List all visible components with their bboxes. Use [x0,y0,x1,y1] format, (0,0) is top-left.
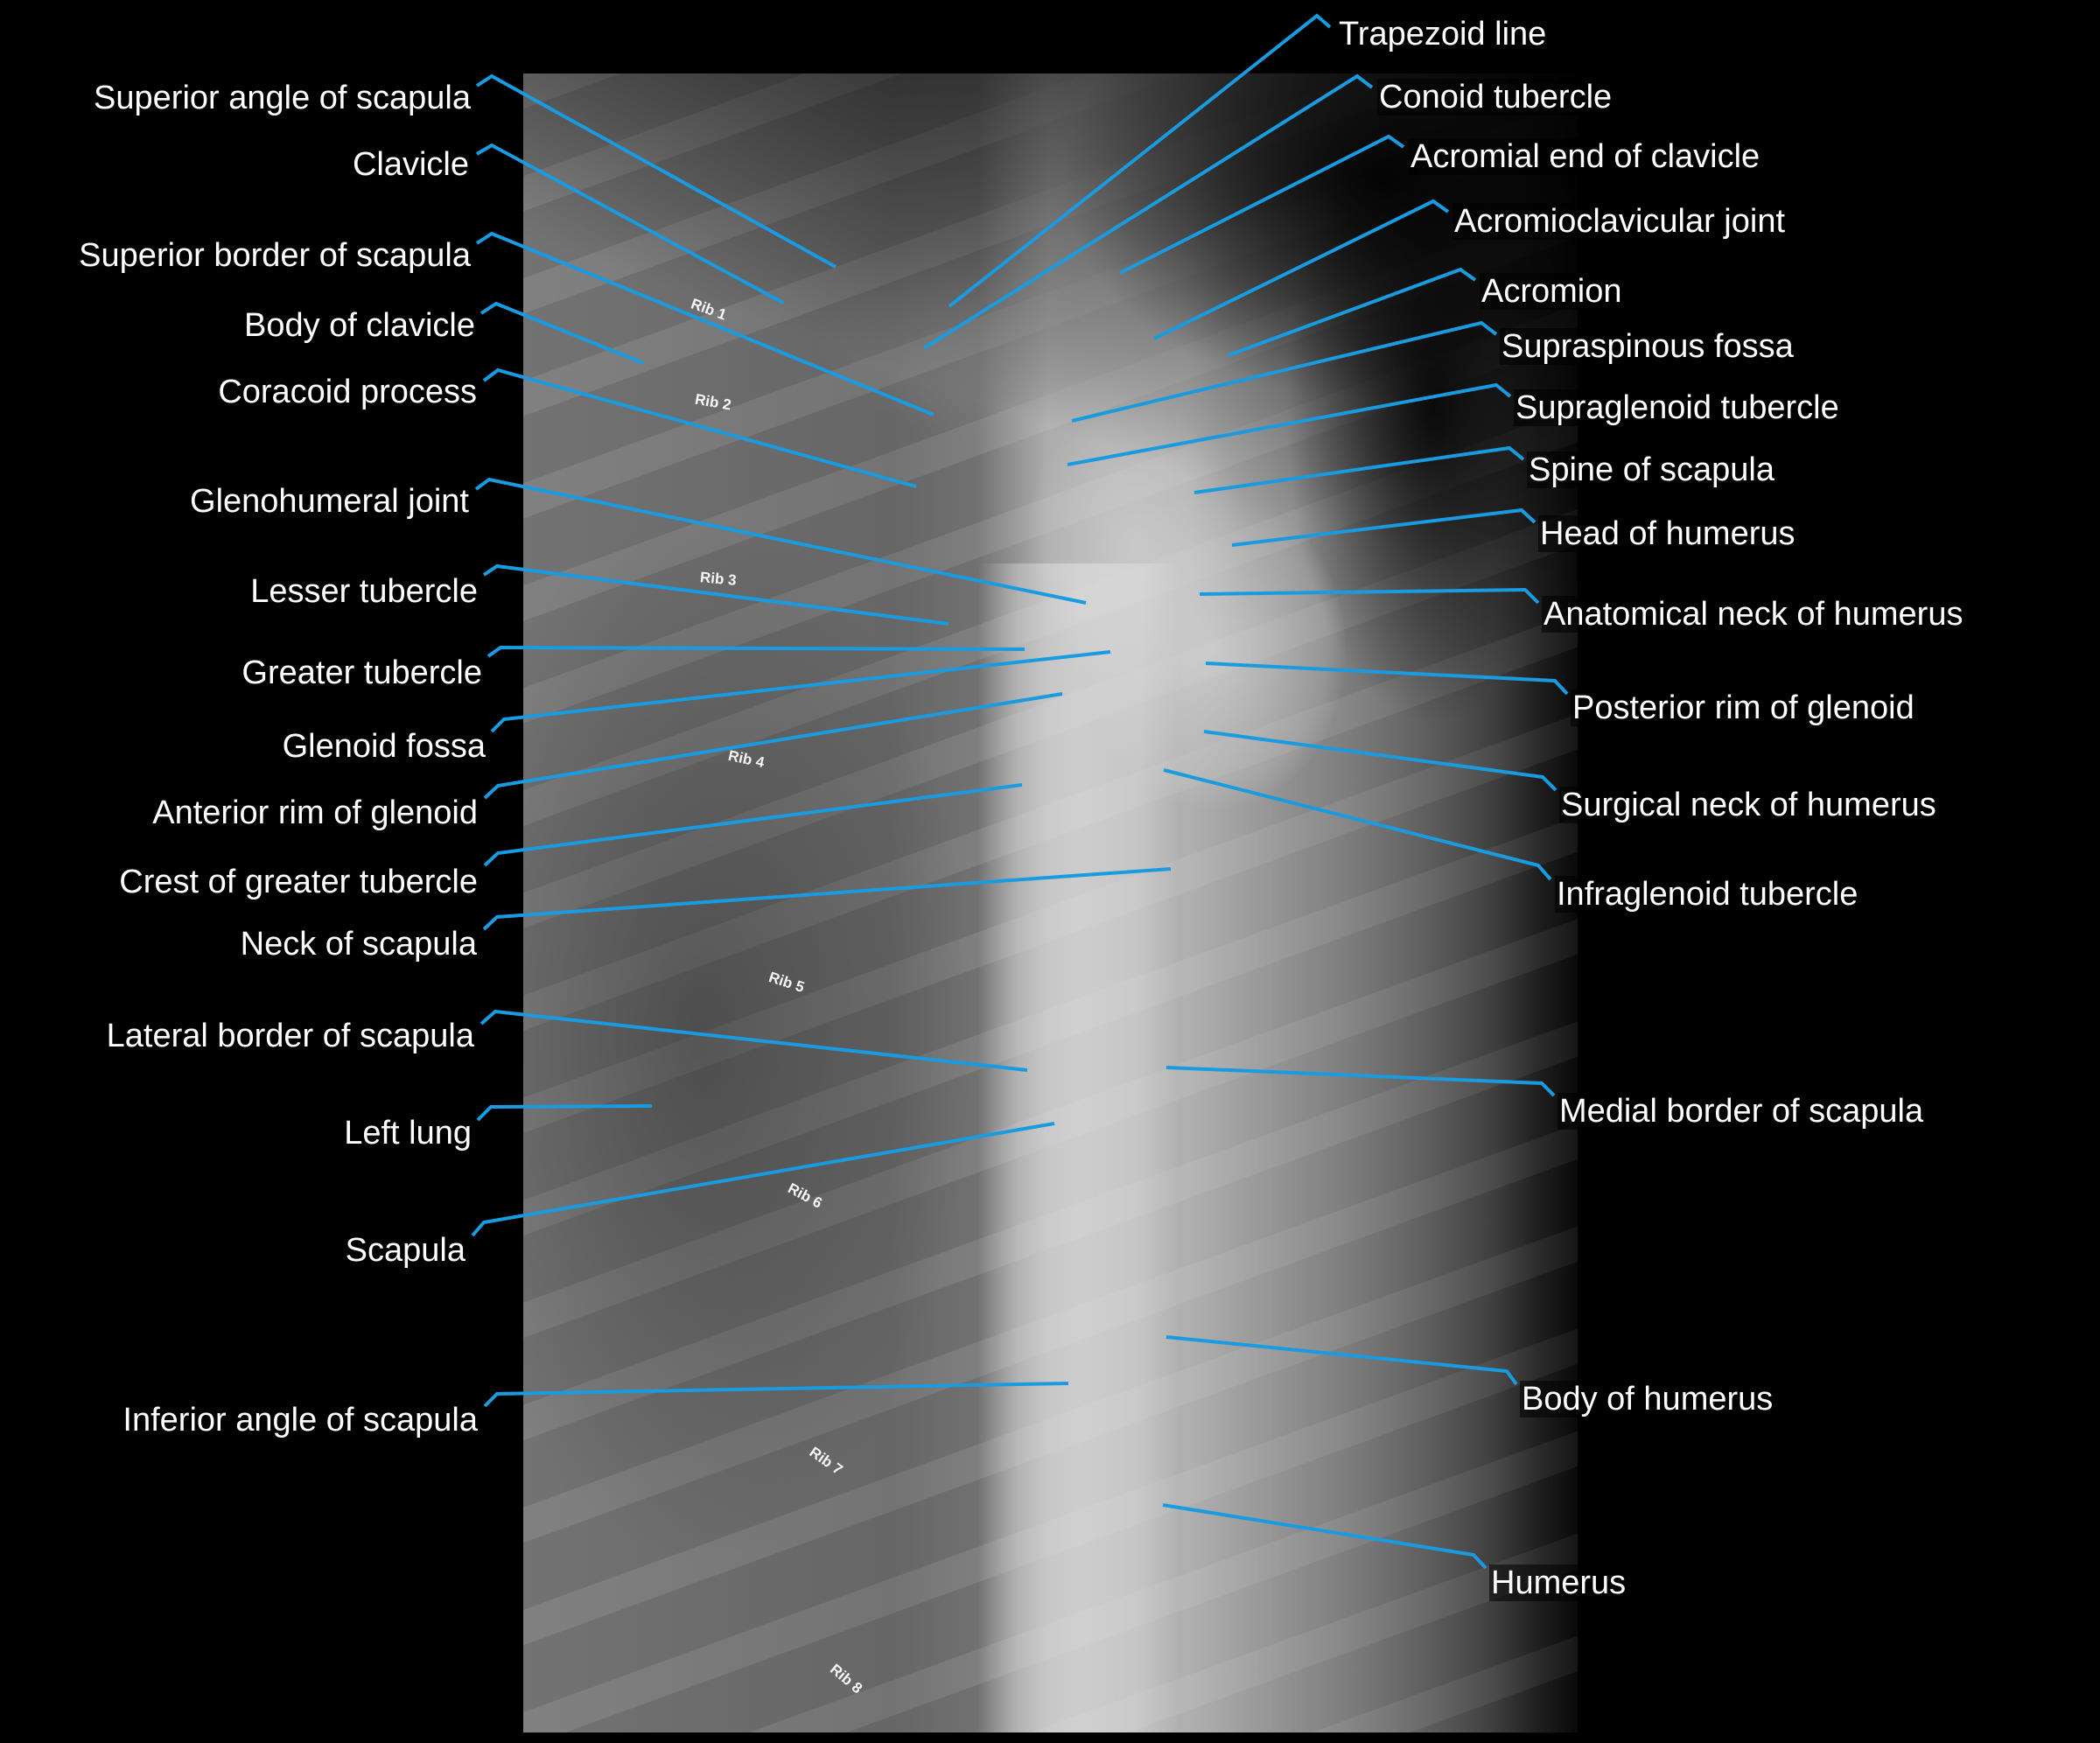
body-of-humerus-leader-line [1166,1335,1518,1386]
label-crest-of-greater-tubercle: Crest of greater tubercle [117,864,480,900]
posterior-rim-of-glenoid-leader-line [1205,662,1569,696]
acromion-leader-line [1228,267,1477,357]
label-acromion: Acromion [1480,273,1624,310]
label-anterior-rim-of-glenoid: Anterior rim of glenoid [150,794,480,831]
label-posterior-rim-of-glenoid: Posterior rim of glenoid [1571,690,1916,726]
label-clavicle: Clavicle [350,146,471,183]
label-surgical-neck-of-humerus: Surgical neck of humerus [1559,787,1938,823]
acromial-end-of-clavicle-leader-line [1119,134,1405,275]
label-inferior-angle-of-scapula: Inferior angle of scapula [121,1402,480,1438]
humerus-shaft-shading [978,564,1180,1732]
label-superior-angle-of-scapula: Superior angle of scapula [92,80,472,116]
label-infraglenoid-tubercle: Infraglenoid tubercle [1555,876,1860,913]
clavicle-leader-line [475,143,784,304]
supraglenoid-tubercle-leader-line [1067,382,1512,466]
label-supraglenoid-tubercle: Supraglenoid tubercle [1514,389,1841,426]
shoulder-xray-image [523,74,1578,1736]
coracoid-process-leader-line [482,368,917,488]
glenohumeral-joint-leader-line [474,477,1087,605]
supraspinous-fossa-leader-line [1071,320,1498,423]
label-lesser-tubercle: Lesser tubercle [248,573,480,610]
label-left-lung: Left lung [342,1115,473,1152]
label-anatomical-neck-of-humerus: Anatomical neck of humerus [1542,596,1965,633]
rib-label-rib-3: Rib 3 [699,569,738,589]
label-body-of-clavicle: Body of clavicle [242,307,477,344]
soft-tissue-fade [523,74,1578,598]
label-trapezoid-line: Trapezoid line [1337,16,1549,52]
lesser-tubercle-leader-line [482,564,949,626]
label-glenoid-fossa: Glenoid fossa [280,728,487,765]
label-acromial-end-of-clavicle: Acromial end of clavicle [1409,138,1762,175]
label-medial-border-of-scapula: Medial border of scapula [1558,1093,1926,1130]
body-of-clavicle-leader-line [480,301,644,365]
acromioclavicular-joint-leader-line [1153,199,1450,340]
label-head-of-humerus: Head of humerus [1538,515,1797,552]
label-humerus: Humerus [1489,1564,1628,1601]
inferior-angle-of-scapula-leader-line [483,1382,1069,1408]
anterior-rim-of-glenoid-leader-line [483,692,1063,800]
spine-of-scapula-leader-line [1194,445,1525,494]
head-of-humerus-leader-line [1231,508,1536,547]
label-conoid-tubercle: Conoid tubercle [1377,79,1614,116]
label-coracoid-process: Coracoid process [216,374,479,410]
superior-angle-of-scapula-leader-line [475,74,836,269]
surgical-neck-of-humerus-leader-line [1203,730,1558,792]
label-body-of-humerus: Body of humerus [1520,1381,1775,1418]
humerus-leader-line [1162,1503,1488,1570]
label-scapula: Scapula [343,1232,467,1269]
left-lung-leader-line [476,1104,653,1122]
label-supraspinous-fossa: Supraspinous fossa [1500,328,1796,365]
label-greater-tubercle: Greater tubercle [240,654,484,691]
lateral-border-of-scapula-leader-line [480,1009,1028,1072]
trapezoid-line-leader-line [948,13,1332,308]
label-lateral-border-of-scapula: Lateral border of scapula [104,1018,476,1054]
label-glenohumeral-joint: Glenohumeral joint [188,483,471,520]
scapula-leader-line [471,1122,1055,1237]
superior-border-of-scapula-leader-line [475,231,934,416]
anatomical-neck-of-humerus-leader-line [1199,587,1540,605]
conoid-tubercle-leader-line [922,74,1374,350]
medial-border-of-scapula-leader-line [1166,1066,1556,1097]
neck-of-scapula-leader-line [482,867,1172,931]
label-neck-of-scapula: Neck of scapula [238,926,479,962]
crest-of-greater-tubercle-leader-line [483,783,1023,867]
glenoid-fossa-leader-line [490,650,1111,733]
infraglenoid-tubercle-leader-line [1163,768,1552,881]
label-superior-border-of-scapula: Superior border of scapula [77,237,472,274]
label-spine-of-scapula: Spine of scapula [1527,452,1776,488]
label-acromioclavicular-joint: Acromioclavicular joint [1452,203,1788,240]
greater-tubercle-leader-line [486,645,1026,658]
